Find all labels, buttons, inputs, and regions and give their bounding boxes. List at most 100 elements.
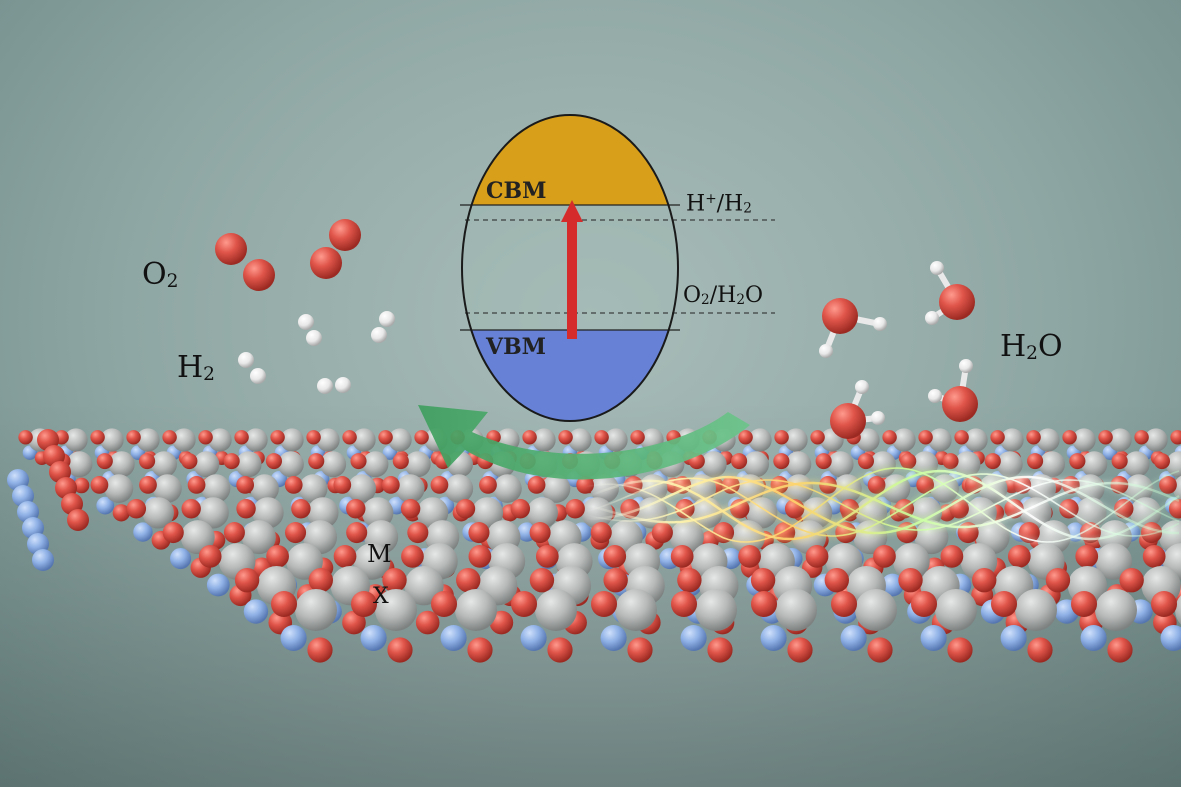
oxygen-atom [1107, 637, 1133, 663]
oxygen-atom [939, 284, 975, 320]
oxygen-atom [670, 590, 698, 618]
x-atom [600, 624, 627, 652]
x-atom [170, 548, 192, 570]
oxygen-atom [707, 637, 733, 663]
oxygen-atom [162, 430, 177, 445]
oxygen-atom [873, 545, 896, 568]
metal-atom [316, 428, 340, 452]
oxygen-atom [310, 247, 342, 279]
x-atom [520, 624, 547, 652]
hydrogen-atom [925, 311, 939, 325]
oxygen-atom [187, 476, 206, 494]
metal-atom [347, 474, 377, 503]
hydrogen-atom [930, 261, 944, 275]
m-atom-label: M [367, 540, 392, 568]
oxygen-atom [468, 545, 492, 568]
oxygen-atom [181, 499, 201, 519]
oxygen-atom [382, 567, 407, 593]
oxygen-atom [677, 567, 702, 593]
oxygen-atom [713, 522, 735, 544]
x-atom [881, 573, 904, 597]
oxygen-atom [112, 504, 130, 522]
metal-atom [893, 543, 930, 580]
oxygen-atom [822, 298, 858, 334]
metal-atom [1072, 428, 1096, 452]
metal-atom [64, 428, 88, 452]
x-atom [920, 624, 947, 652]
hydrogen-atom [317, 378, 333, 394]
oxygen-atom [455, 499, 476, 519]
oxygen-atom [236, 499, 256, 519]
hydrogen-molecule-icon [317, 377, 351, 394]
oxygen-atom [1069, 453, 1086, 470]
oxygen-atom [270, 590, 298, 618]
metal-atom [1095, 543, 1133, 580]
oxygen-atom [1062, 430, 1077, 445]
oxygen-atom [1153, 453, 1170, 470]
x-atom-label: X [373, 584, 389, 609]
oxygen-atom [430, 476, 449, 494]
oxygen-atom [630, 430, 645, 445]
oxygen-atom [401, 545, 424, 568]
oxygen-atom [857, 453, 874, 470]
metal-atom [687, 474, 717, 503]
oxygen-atom [773, 453, 790, 470]
metal-atom [201, 474, 231, 503]
metal-atom [1124, 474, 1154, 503]
oxygen-atom [910, 590, 938, 618]
oxygen-atom [1059, 499, 1079, 519]
oxygen-atom [333, 476, 352, 494]
oxygen-atom [1159, 476, 1177, 494]
metal-atom [615, 589, 657, 631]
metal-atom [541, 474, 571, 503]
metal-atom [827, 451, 854, 478]
metal-atom [142, 497, 174, 529]
oxygen-atom [750, 590, 778, 618]
metal-atom [404, 451, 431, 478]
oxygen-atom [329, 219, 361, 251]
metal-atom [136, 428, 160, 452]
oxygen-atom [479, 476, 497, 494]
oxygen-atom [547, 637, 573, 663]
oxygen-atom [407, 522, 429, 544]
metal-atom [193, 451, 220, 478]
oxygen-atom [90, 430, 105, 445]
oxygen-atom [387, 637, 413, 663]
hydrogen-atom [959, 359, 973, 373]
x-atom [680, 624, 707, 652]
metal-atom [1144, 428, 1168, 452]
metal-atom [1123, 451, 1150, 478]
hydrogen-atom [379, 311, 395, 327]
oxygen-atom [1070, 590, 1098, 618]
metal-atom [295, 589, 337, 631]
metal-atom [1130, 497, 1162, 529]
metal-atom [785, 451, 812, 478]
metal-atom [208, 428, 232, 452]
metal-atom [532, 428, 556, 452]
hydrogen-atom [871, 411, 885, 425]
metal-atom [362, 451, 389, 478]
oxygen-atom [810, 430, 825, 445]
oxygen-atom [918, 430, 933, 445]
oxygen-atom [1045, 567, 1071, 593]
x-atom [96, 496, 115, 515]
oxygen-atom [306, 430, 321, 445]
oxygen-atom [916, 476, 935, 494]
o2-label: O2 [142, 257, 179, 292]
oxygen-atom [882, 430, 897, 445]
water-molecule-icon [830, 380, 885, 439]
metal-atom [444, 474, 474, 503]
oxygen-atom [529, 522, 551, 544]
oxygen-atom [984, 453, 1001, 470]
oxygen-atom [990, 590, 1018, 618]
water-molecule-icon [819, 298, 887, 358]
oxygen-atom [940, 545, 964, 568]
metal-atom [180, 520, 215, 555]
oxygen-atom [750, 567, 776, 593]
metal-atom [388, 428, 412, 452]
metal-atom [892, 428, 916, 452]
metal-atom [298, 474, 328, 503]
oxygen-atom [18, 430, 33, 445]
x-atom [1160, 624, 1181, 652]
